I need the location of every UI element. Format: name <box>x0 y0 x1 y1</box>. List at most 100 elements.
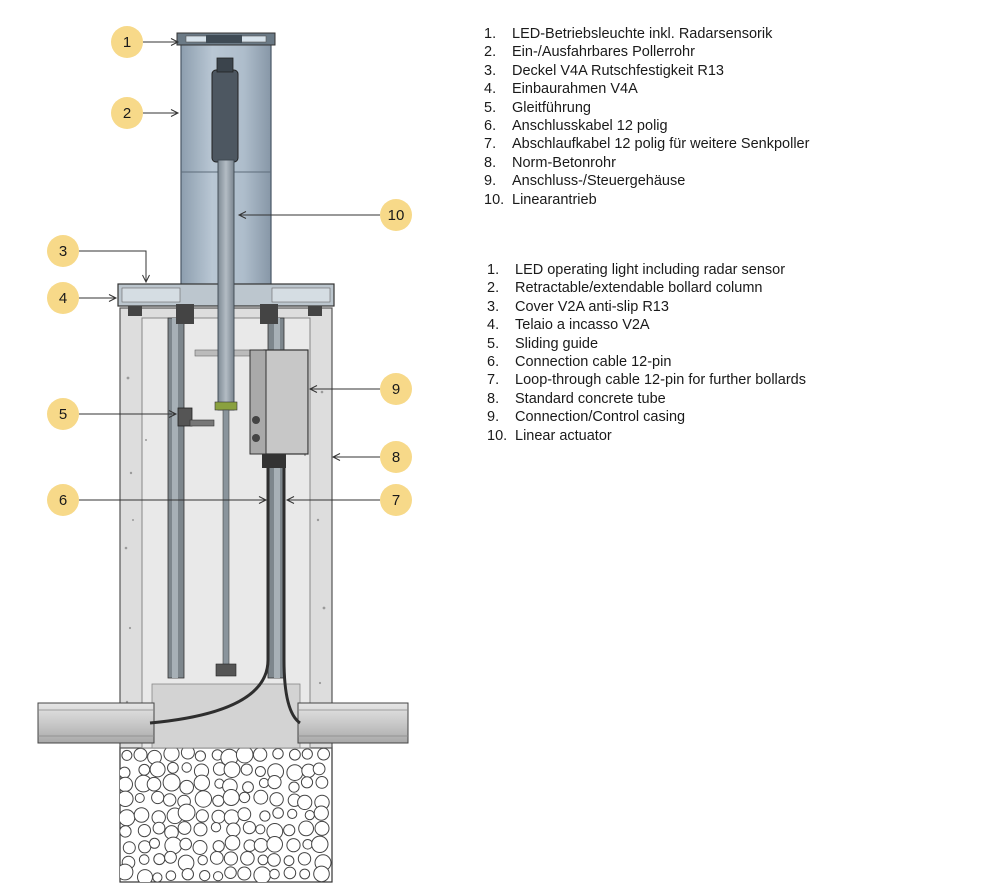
side-pipe-left <box>37 702 155 744</box>
callout-marker: 9 <box>380 373 412 405</box>
legend-item-text: LED operating light including radar sens… <box>515 262 786 278</box>
legend-item-number: 4. <box>484 81 497 98</box>
legend-item-number: 5. <box>484 99 497 116</box>
legend-item: 8. Standard concrete tube <box>487 390 806 408</box>
legend-item: 2.Retractable/extendable bollard column <box>487 279 806 297</box>
callout-markers: 1 2 3 4 5 6 7 8 9 10 <box>47 26 412 516</box>
legend-item-number: 9. <box>484 173 497 190</box>
callout-marker: 5 <box>47 398 79 430</box>
leader-arrowhead <box>237 211 247 219</box>
legend-item-text: Anschlusskabel 12 polig <box>512 117 668 134</box>
legend-item-text: Sliding guide <box>515 335 599 352</box>
legend-item: 9. Connection/Control casing <box>487 408 806 426</box>
callout-circle <box>380 441 412 473</box>
legend-item-number: 2. <box>487 280 500 297</box>
callout-marker: 1 <box>111 26 143 58</box>
leader-line <box>79 250 147 282</box>
legend-item-text: LED-Betriebsleuchte inkl. Radarsensorik <box>512 26 773 42</box>
legend-item: 1. LED-Betriebsleuchte inkl. Radarsensori… <box>484 25 809 43</box>
legend-item: 10. Linearantrieb <box>484 191 809 209</box>
legend-item: 8. Norm-Betonrohr <box>484 154 809 172</box>
legend-item: 6. Anschlusskabel 12 polig <box>484 117 809 135</box>
callout-circle <box>47 235 79 267</box>
legend-item-number: 2. <box>484 44 497 61</box>
callout-number: 8 <box>392 449 400 466</box>
legend-item: 6. Connection cable 12-pin <box>487 353 806 371</box>
legend-item-number: 10. <box>484 191 505 208</box>
legend-item-text: Loop-through cable 12-pin for further bo… <box>515 372 806 389</box>
legend-item-number: 6. <box>487 353 500 370</box>
callout-marker: 10 <box>380 199 412 231</box>
legend-item-text: Gleitführung <box>512 99 591 116</box>
legend-item: 5. Sliding guide <box>487 335 806 353</box>
leader-arrowhead <box>331 453 341 461</box>
legend-item: 7. Loop-through cable 12-pin for further … <box>487 371 806 389</box>
legend-item-text: Einbaurahmen V4A <box>512 81 638 98</box>
leader-arrowhead <box>170 109 180 117</box>
legend-item-text: Connection cable 12-pin <box>515 353 672 370</box>
legend-item: 9. Anschluss-/Steuergehäuse <box>484 172 809 190</box>
gravel-bed <box>119 746 333 883</box>
callout-circle <box>380 199 412 231</box>
leader-arrowhead <box>170 38 180 46</box>
legend-german: 1. LED-Betriebsleuchte inkl. Radarsensori… <box>484 25 809 209</box>
legend-item-text: Telaio a incasso V2A <box>515 317 650 334</box>
legend-item-number: 8. <box>487 390 500 407</box>
leader-arrowhead <box>142 274 150 284</box>
legend-item-number: 7. <box>484 136 497 153</box>
legend-item-number: 10. <box>487 427 508 444</box>
legend-item: 4. Einbaurahmen V4A <box>484 80 809 98</box>
legend-item-text: Standard concrete tube <box>515 390 666 407</box>
leader-arrowhead <box>168 410 178 418</box>
callout-marker: 2 <box>111 97 143 129</box>
callout-number: 1 <box>123 34 131 51</box>
legend-item-text: Cover V2A anti-slip R13 <box>515 298 669 315</box>
callout-marker: 7 <box>380 484 412 516</box>
control-casing <box>249 349 309 468</box>
legend-item-text: Anschluss-/Steuergehäuse <box>512 173 686 190</box>
callout-number: 10 <box>388 207 405 224</box>
installation-frame <box>117 283 335 324</box>
callout-circle <box>47 398 79 430</box>
linear-actuator <box>211 57 239 677</box>
callout-number: 2 <box>123 105 131 122</box>
callout-number: 9 <box>392 381 400 398</box>
legend-item-number: 9. <box>487 409 500 426</box>
legend-item-text: Connection/Control casing <box>515 409 686 426</box>
leader-arrowhead <box>285 496 295 504</box>
callout-circle <box>47 484 79 516</box>
callout-marker: 3 <box>47 235 79 267</box>
callout-number: 5 <box>59 406 67 423</box>
leader-arrowhead <box>258 496 268 504</box>
legend-item-text: Linearantrieb <box>512 191 597 208</box>
legend-item-text: Deckel V4A Rutschfestigkeit R13 <box>512 62 724 79</box>
legend-item: 10.Linear actuator <box>487 427 806 445</box>
legend-item: 4.Telaio a incasso V2A <box>487 316 806 334</box>
callout-circle <box>380 484 412 516</box>
callout-circle <box>47 282 79 314</box>
callout-leader-lines <box>79 38 380 504</box>
cables <box>149 468 301 725</box>
legend-item-number: 1. <box>487 262 500 278</box>
callout-number: 6 <box>59 492 67 509</box>
legend-item-number: 5. <box>487 335 500 352</box>
callout-marker: 8 <box>380 441 412 473</box>
leader-arrowhead <box>108 294 118 302</box>
legend-item: 3. Cover V2A anti-slip R13 <box>487 298 806 316</box>
callout-number: 3 <box>59 243 67 260</box>
legend-item-number: 8. <box>484 154 497 171</box>
legend-item: 2. Ein-/Ausfahrbares Pollerrohr <box>484 43 809 61</box>
legend-item-number: 7. <box>487 372 500 389</box>
side-pipe-right <box>297 702 409 744</box>
legend-item-number: 3. <box>484 62 497 79</box>
legend-english: 1. LED operating light including radar se… <box>487 261 806 445</box>
legend-item: 1. LED operating light including radar se… <box>487 261 806 279</box>
legend-item-text: Ein-/Ausfahrbares Pollerrohr <box>512 44 695 61</box>
legend-item-number: 1. <box>484 26 497 42</box>
legend-item: 3. Deckel V4A Rutschfestigkeit R13 <box>484 62 809 80</box>
callout-number: 4 <box>59 290 67 307</box>
legend-item-number: 3. <box>487 298 500 315</box>
legend-item-text: Norm-Betonrohr <box>512 154 616 171</box>
legend-item-number: 6. <box>484 117 497 134</box>
callout-marker: 4 <box>47 282 79 314</box>
